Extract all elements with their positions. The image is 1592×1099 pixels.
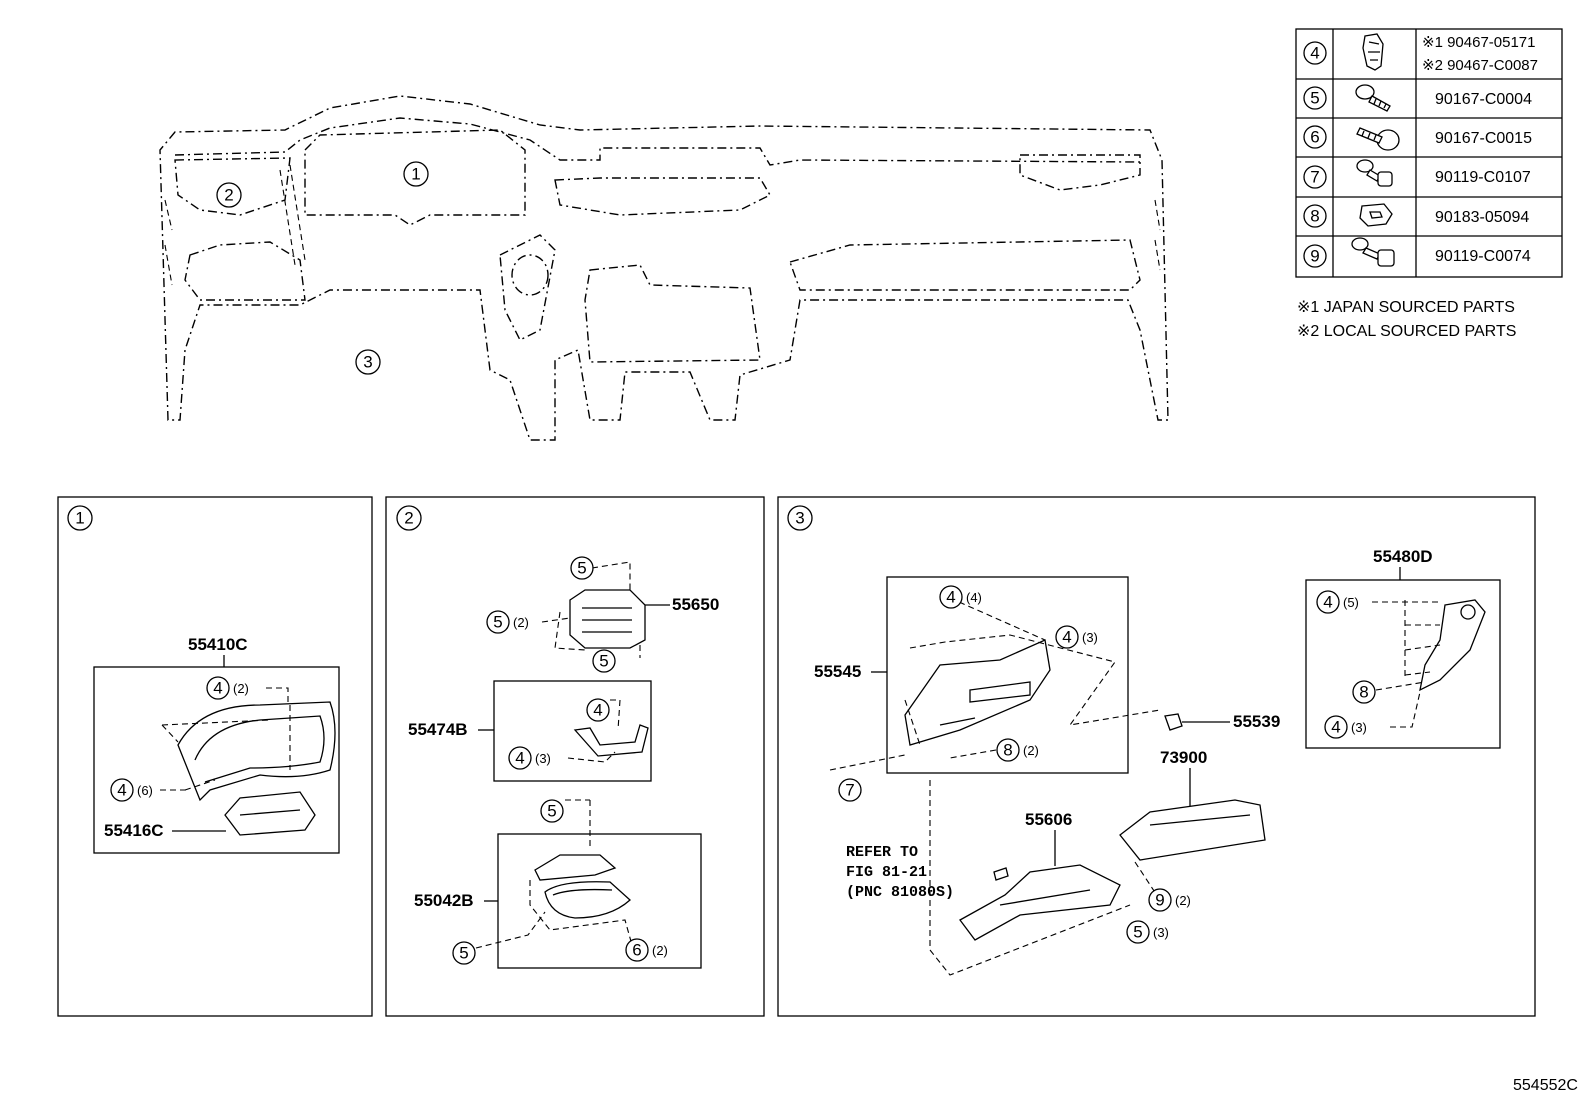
bolt-icon bbox=[1356, 159, 1393, 187]
fastener-legend-table: 4 ※1 90467-05171 ※2 90467-C0087 5 90167-… bbox=[1295, 28, 1563, 278]
ref-quantity: (3) bbox=[535, 751, 551, 766]
legend-row-7: 7 90119-C0107 bbox=[1303, 159, 1531, 189]
svg-text:(PNC 81080S): (PNC 81080S) bbox=[846, 884, 954, 901]
knee-airbag-part bbox=[1119, 799, 1266, 861]
legend-ref: 7 bbox=[1310, 168, 1319, 187]
part-label-55410C: 55410C bbox=[188, 635, 248, 654]
ref-callout: 9 bbox=[1155, 891, 1164, 910]
panel-number: 1 bbox=[75, 509, 84, 528]
ref-callout: 5 bbox=[577, 559, 586, 578]
ref-callout: 8 bbox=[1003, 741, 1012, 760]
trim-strip-part bbox=[573, 724, 649, 757]
panel-number: 2 bbox=[404, 509, 413, 528]
note-japan-sourced: ※1 JAPAN SOURCED PARTS bbox=[1297, 299, 1515, 316]
under-cover-part bbox=[959, 864, 1121, 941]
part-label-55650: 55650 bbox=[672, 595, 719, 614]
ref-quantity: (5) bbox=[1343, 595, 1359, 610]
cluster-cover-part bbox=[224, 791, 316, 836]
ref-quantity: (2) bbox=[513, 615, 529, 630]
ref-callout: 7 bbox=[845, 781, 854, 800]
legend-part-number: 90119-C0107 bbox=[1435, 169, 1531, 186]
detail-panel-3: 3 55545 4 (4) 4 (3) 8 (2) 7 55539 73900 bbox=[777, 496, 1536, 1017]
ref-callout: 4 bbox=[946, 588, 955, 607]
ref-callout: 4 bbox=[1062, 628, 1071, 647]
legend-part-number: 90119-C0074 bbox=[1435, 248, 1531, 265]
ref-quantity: (2) bbox=[1175, 893, 1191, 908]
ref-quantity: (2) bbox=[233, 681, 249, 696]
legend-row-4: 4 ※1 90467-05171 ※2 90467-C0087 bbox=[1303, 33, 1538, 74]
ref-callout: 6 bbox=[632, 941, 641, 960]
ref-callout: 4 bbox=[1331, 718, 1340, 737]
ref-callout: 5 bbox=[547, 802, 556, 821]
svg-text:REFER TO: REFER TO bbox=[846, 844, 918, 861]
part-label-55416C: 55416C bbox=[104, 821, 164, 840]
legend-ref: 8 bbox=[1310, 207, 1319, 226]
ref-callout: 4 bbox=[117, 781, 126, 800]
overview-callout-2: 2 bbox=[224, 186, 233, 205]
ref-callout: 4 bbox=[515, 749, 524, 768]
ref-callout: 5 bbox=[1133, 923, 1142, 942]
bolt-flange-icon bbox=[1351, 237, 1395, 267]
part-label-55606: 55606 bbox=[1025, 810, 1072, 829]
legend-part-number-alt: ※2 90467-C0087 bbox=[1422, 57, 1538, 74]
refer-to-note: REFER TO FIG 81-21 (PNC 81080S) bbox=[846, 844, 954, 901]
lower-panel-part bbox=[904, 639, 1051, 746]
clip-icon bbox=[1362, 33, 1384, 71]
overview-callout-3: 3 bbox=[363, 353, 372, 372]
detail-panel-2: 2 5 5 (2) 5 55650 55474B 4 4 (3) 550 bbox=[385, 496, 765, 1017]
part-label-55545: 55545 bbox=[814, 662, 861, 681]
bezel-part bbox=[534, 854, 631, 919]
legend-part-number: 90183-05094 bbox=[1435, 209, 1529, 226]
legend-ref: 9 bbox=[1310, 247, 1319, 266]
legend-ref: 6 bbox=[1310, 128, 1319, 147]
diagram-id: 554552C bbox=[1513, 1077, 1578, 1094]
ref-quantity: (2) bbox=[1023, 743, 1039, 758]
ref-callout: 4 bbox=[593, 701, 602, 720]
legend-row-6: 6 90167-C0015 bbox=[1303, 125, 1532, 151]
ref-quantity: (3) bbox=[1153, 925, 1169, 940]
legend-row-9: 9 90119-C0074 bbox=[1303, 237, 1531, 268]
part-label-55480D: 55480D bbox=[1373, 547, 1433, 566]
ref-callout: 5 bbox=[599, 652, 608, 671]
legend-part-number: ※1 90467-05171 bbox=[1422, 34, 1536, 51]
legend-row-5: 5 90167-C0004 bbox=[1303, 84, 1532, 112]
air-vent-part bbox=[569, 589, 646, 649]
ref-quantity: (2) bbox=[652, 943, 668, 958]
nut-clip-icon bbox=[1359, 203, 1393, 227]
overview-callout-1: 1 bbox=[411, 165, 420, 184]
ref-quantity: (3) bbox=[1351, 720, 1367, 735]
note-local-sourced: ※2 LOCAL SOURCED PARTS bbox=[1297, 323, 1516, 340]
legend-ref: 5 bbox=[1310, 89, 1319, 108]
legend-part-number: 90167-C0015 bbox=[1435, 130, 1532, 147]
meter-cluster-part bbox=[177, 701, 336, 802]
part-label-73900: 73900 bbox=[1160, 748, 1207, 767]
clip-part bbox=[1164, 713, 1183, 731]
legend-part-number: 90167-C0004 bbox=[1435, 91, 1532, 108]
side-trim-part bbox=[1419, 599, 1486, 692]
ref-callout: 5 bbox=[493, 613, 502, 632]
svg-text:FIG 81-21: FIG 81-21 bbox=[846, 864, 927, 881]
screw-washer-icon bbox=[1356, 127, 1400, 151]
connector-part bbox=[993, 867, 1009, 881]
legend-row-8: 8 90183-05094 bbox=[1303, 203, 1529, 228]
ref-callout: 4 bbox=[213, 679, 222, 698]
ref-callout: 8 bbox=[1359, 683, 1368, 702]
part-label-55474B: 55474B bbox=[408, 720, 468, 739]
ref-quantity: (4) bbox=[966, 590, 982, 605]
detail-panel-1: 1 55410C 4 (2) 4 (6) 55416C bbox=[57, 496, 373, 1017]
screw-icon bbox=[1355, 84, 1391, 112]
panel-number: 3 bbox=[795, 509, 804, 528]
dashboard-overview: 2 1 3 bbox=[159, 95, 1169, 441]
legend-ref: 4 bbox=[1310, 44, 1319, 63]
ref-quantity: (6) bbox=[137, 783, 153, 798]
ref-callout: 4 bbox=[1323, 593, 1332, 612]
part-label-55042B: 55042B bbox=[414, 891, 474, 910]
ref-callout: 5 bbox=[459, 944, 468, 963]
ref-quantity: (3) bbox=[1082, 630, 1098, 645]
part-label-55539: 55539 bbox=[1233, 712, 1280, 731]
